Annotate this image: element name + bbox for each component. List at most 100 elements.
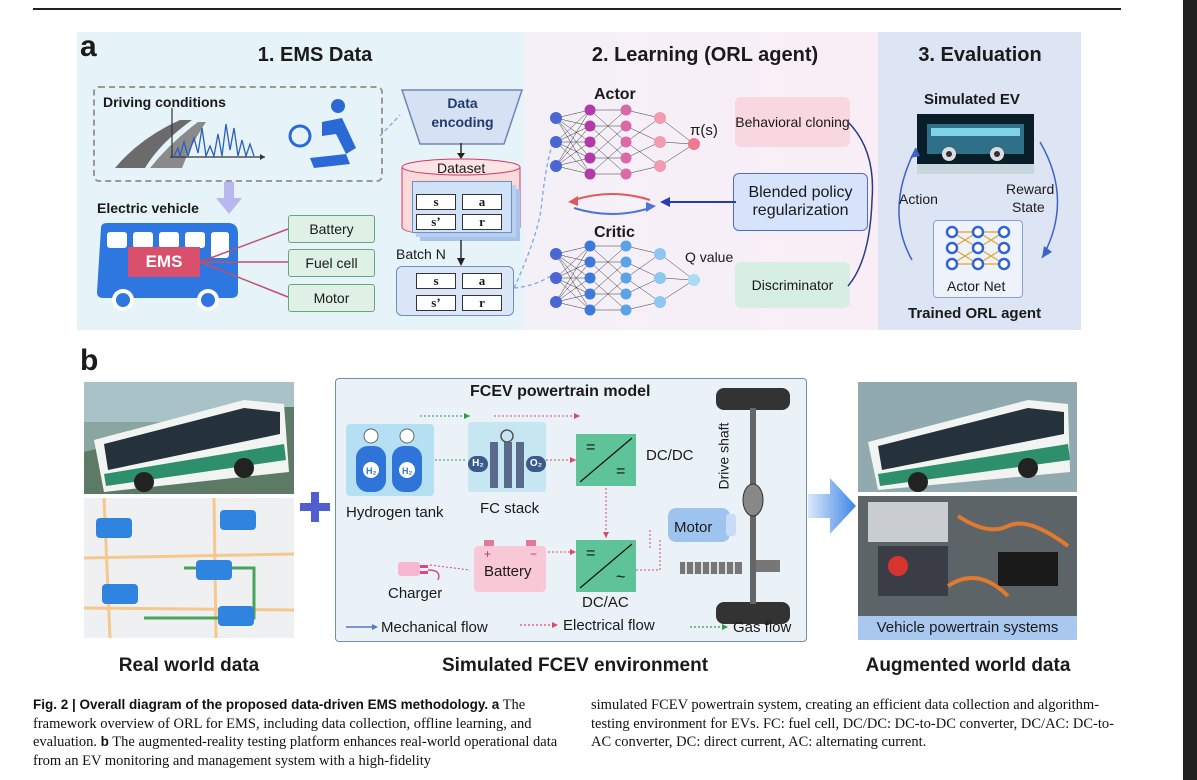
- simulated-env-title: Simulated FCEV environment: [441, 655, 709, 676]
- actor-network: [550, 104, 700, 180]
- legend-gas-line: [690, 624, 728, 630]
- plus-icon: [300, 492, 330, 522]
- augmentation-arrow-icon: [808, 478, 856, 534]
- section-learning-title: 2. Learning (ORL agent): [591, 44, 819, 66]
- dataset-s-prime: s’: [416, 214, 456, 230]
- scrollbar[interactable]: [1183, 0, 1197, 780]
- dataset-a: a: [462, 194, 502, 210]
- battery-label: Battery: [484, 563, 532, 580]
- simulated-ev-image: [917, 114, 1034, 174]
- legend-mechanical-label: Mechanical flow: [381, 619, 488, 636]
- motor-gear-icon: [680, 562, 742, 574]
- dataset-label: Dataset: [437, 160, 486, 176]
- caption-right: simulated FCEV powertrain system, creati…: [591, 697, 1114, 750]
- evaluation-loop-arrows: [898, 141, 1059, 261]
- caption-b-text: The augmented-reality testing platform e…: [33, 734, 558, 769]
- panel-a-label: a: [80, 30, 97, 63]
- dcac-converter-icon: = ~: [576, 540, 636, 592]
- blended-policy-arrow: [660, 197, 736, 207]
- powertrain-flow-lines: [420, 413, 661, 571]
- top-rule: [33, 8, 1121, 10]
- behavioral-cloning-box: Behavioral cloning: [735, 97, 850, 147]
- h2-label: H₂: [472, 458, 484, 469]
- encoding-to-dataset-arrow: [457, 143, 465, 159]
- augmented-world-title: Augmented world data: [865, 655, 1071, 676]
- component-fuel-cell: Fuel cell: [288, 249, 375, 277]
- discriminator-box: Discriminator: [735, 262, 850, 308]
- down-arrow-icon: [216, 182, 242, 214]
- svg-text:=: =: [586, 545, 595, 562]
- legend-electrical-line: [520, 622, 558, 628]
- batch-r: r: [462, 295, 502, 311]
- hydrogen-tank-label: Hydrogen tank: [346, 504, 444, 521]
- component-battery: Battery: [288, 215, 375, 243]
- panel-b-label: b: [80, 344, 99, 377]
- fc-stack-label: FC stack: [480, 500, 540, 517]
- real-world-title: Real world data: [118, 655, 260, 676]
- state-label: State: [1012, 199, 1045, 215]
- blended-policy-box: Blended policy regularization: [733, 173, 868, 231]
- batch-arrow: [457, 240, 465, 266]
- section-ems-data-title: 1. EMS Data: [257, 44, 373, 66]
- actor-net-label: Actor Net: [947, 278, 1006, 294]
- caption-fig-label: Fig. 2 | Overall diagram of the proposed…: [33, 697, 489, 712]
- trained-agent-label: Trained ORL agent: [908, 305, 1042, 322]
- driving-conditions-label: Driving conditions: [103, 94, 226, 110]
- dataset-r: r: [462, 214, 502, 230]
- dataset-s: s: [416, 194, 456, 210]
- actor-net-icon: [945, 225, 1011, 271]
- svg-text:−: −: [530, 547, 537, 561]
- ems-label: EMS: [145, 252, 183, 271]
- charger-label: Charger: [388, 585, 443, 602]
- caption-b-label: b: [100, 734, 109, 749]
- vehicle-powertrain-banner: Vehicle powertrain systems: [858, 616, 1077, 640]
- fc-stack-icon: [468, 422, 546, 492]
- ems-box: EMS: [128, 247, 200, 277]
- legend-mechanical-line: [346, 624, 378, 630]
- simulated-ev-label: Simulated EV: [924, 91, 1020, 108]
- batch-to-network-connectors: [379, 114, 555, 289]
- powertrain-model-title: FCEV powertrain model: [470, 383, 651, 400]
- data-encoding-label: Data encoding: [431, 95, 494, 130]
- critic-label: Critic: [594, 224, 635, 241]
- reward-label: Reward: [1006, 181, 1055, 197]
- batch-label: Batch N: [396, 246, 446, 262]
- data-encoding-shape: [400, 89, 524, 145]
- svg-text:H₂: H₂: [366, 466, 377, 476]
- h2-badge: H₂: [468, 456, 488, 472]
- svg-text:+: +: [484, 547, 491, 561]
- drive-shaft-label: Drive shaft: [715, 422, 732, 490]
- dcac-label: DC/AC: [582, 594, 629, 611]
- vehicle-powertrain-label: Vehicle powertrain systems: [876, 619, 1059, 636]
- caption-a-text: The framework overview of ORL for EMS, i…: [33, 697, 532, 750]
- powertrain-model-box: [335, 378, 807, 642]
- svg-text:~: ~: [616, 569, 625, 586]
- caption-a-label: a: [491, 697, 500, 712]
- electric-vehicle-label: Electric vehicle: [97, 200, 199, 216]
- legend-gas-label: Gas flow: [733, 619, 792, 636]
- augmented-bus-photo: [858, 382, 1077, 492]
- dcdc-converter-icon: = =: [576, 434, 636, 486]
- drive-shaft-icon: [716, 388, 790, 624]
- q-value-label: Q value: [685, 249, 734, 265]
- regularization-bracket: [847, 121, 874, 287]
- battery-icon: + −: [474, 540, 546, 592]
- blended-policy-label: Blended policy regularization: [748, 184, 853, 219]
- real-map-image: [84, 498, 294, 638]
- ems-connector-lines: [199, 228, 289, 298]
- component-motor: Motor: [288, 284, 375, 312]
- actor-label: Actor: [594, 86, 636, 103]
- driving-conditions-illustration: [115, 99, 356, 168]
- svg-text:=: =: [586, 439, 595, 456]
- powertrain-systems-photo: [858, 496, 1077, 616]
- motor-label: Motor: [674, 519, 713, 536]
- o2-label: O₂: [529, 458, 543, 469]
- policy-output-label: π(s): [690, 122, 718, 139]
- legend-electrical-label: Electrical flow: [563, 617, 655, 634]
- action-label: Action: [899, 191, 938, 207]
- caption-left: Fig. 2 | Overall diagram of the proposed…: [33, 696, 573, 770]
- svg-text:=: =: [616, 463, 625, 480]
- batch-s-prime: s’: [416, 295, 456, 311]
- discriminator-label: Discriminator: [751, 277, 834, 293]
- real-bus-photo: [84, 382, 294, 494]
